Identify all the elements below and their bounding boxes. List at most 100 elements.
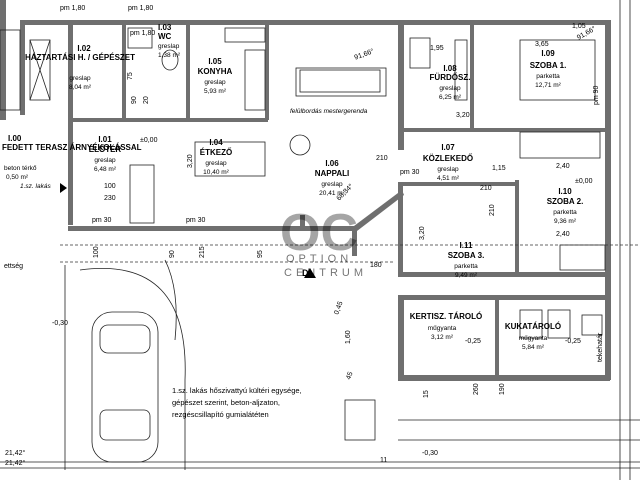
dimension-label: 215 (199, 246, 206, 258)
room-floor: műgyanta (428, 325, 457, 332)
elevation-label: -0,30 (422, 450, 438, 457)
room-floor: greslap (204, 79, 226, 86)
elevation-label: ±0,00 (575, 178, 593, 185)
room-id: I.02 (77, 44, 91, 53)
dimension-label: 45 (345, 371, 354, 381)
room-floor: greslap (94, 157, 116, 164)
room-name: SZOBA 1. (530, 61, 567, 70)
room-floor: parketta (536, 73, 560, 80)
room-id: I.10 (558, 187, 572, 196)
room-area: 0,50 m² (6, 174, 29, 181)
ac-note-2: gépészet szerint, beton-aljzaton, (172, 398, 280, 407)
room-id: I.01 (98, 135, 112, 144)
dimension-label: 0,45 (333, 300, 344, 315)
dimension-label: 2,40 (556, 231, 570, 238)
room-area: 4,51 m² (437, 175, 460, 182)
dimension-label: pm 1,80 (130, 30, 155, 37)
room-name: NAPPALI (315, 169, 350, 178)
room-id: I.11 (460, 241, 473, 250)
room-name: KUKATÁROLÓ (505, 322, 561, 331)
room-id: I.05 (208, 57, 222, 66)
watermark: OC OPTION CENTRUM (280, 204, 367, 279)
dimension-label: 3,20 (187, 154, 194, 168)
room-name: ÉTKEZŐ (200, 148, 232, 157)
room-floor: parketta (553, 209, 577, 216)
watermark-line2: CENTRUM (284, 267, 367, 279)
dimension-label: 180 (370, 262, 382, 269)
elevation-label: -0,30 (52, 320, 68, 327)
room-area: 6,48 m² (94, 166, 117, 173)
entrance-label: 1.sz. lakás (20, 183, 51, 190)
elevation-label: -0,25 (565, 338, 581, 345)
dimension-label: 3,20 (456, 112, 470, 119)
dimension-label: 95 (257, 250, 264, 258)
dimension-label: 91,66° (353, 47, 375, 62)
room-id: I.06 (325, 159, 339, 168)
dimension-label: 210 (489, 204, 496, 216)
dimension-label: pm 30 (186, 217, 206, 224)
room-area: 3,12 m² (431, 334, 454, 341)
watermark-logo: OC (280, 204, 358, 262)
room-name: KERTISZ. TÁROLÓ (410, 312, 482, 321)
dimensions: pm 1,80 pm 1,80 pm 1,80 1,95 3,65 91,66°… (60, 5, 600, 464)
room-name: FÜRDŐSZ. (430, 73, 471, 82)
elevation-label: ±0,00 (140, 137, 158, 144)
dimension-label: 230 (104, 195, 116, 202)
room-area: 1,38 m² (158, 52, 181, 59)
room-floor: greslap (158, 43, 180, 50)
room-name: SZOBA 3. (448, 251, 485, 260)
room-area: 5,93 m² (204, 88, 227, 95)
room-floor: parketta (454, 263, 478, 270)
watermark-line1: OPTION (286, 253, 352, 265)
room-name: KÖZLEKEDŐ (423, 154, 473, 163)
dimension-label: 15 (423, 390, 430, 398)
dimension-label: 11 (380, 457, 387, 464)
dimension-label: 1,05 (572, 23, 586, 30)
beam-note: felülbordás mestergerenda (290, 108, 368, 115)
room-floor: műgyanta (519, 335, 548, 342)
room-id: I.07 (441, 143, 455, 152)
ac-note-1: 1.sz. lakás hőszivattyú kültéri egysége, (172, 386, 302, 395)
level-label: 21,42° (5, 459, 26, 467)
dimension-label: 3,20 (419, 226, 426, 240)
room-name: SZOBA 2. (547, 197, 584, 206)
room-name: ELŐTÉR (89, 145, 122, 154)
dimension-label: 75 (127, 72, 134, 80)
room-name: WC (158, 32, 172, 41)
dimension-label: 3,65 (535, 41, 549, 48)
room-id: I.00 (8, 134, 22, 143)
edge-label: ettség (4, 263, 23, 270)
ac-note-3: rezgéscsillapító gumialátéten (172, 410, 269, 419)
dimension-label: 20 (143, 96, 150, 104)
dimension-label: 1,15 (492, 165, 506, 172)
room-floor: beton térkő (4, 165, 37, 172)
elevation-label: -0,25 (465, 338, 481, 345)
dimension-label: pm 30 (92, 217, 112, 224)
room-id: I.09 (541, 49, 555, 58)
dimension-label: 90 (169, 250, 176, 258)
room-floor: greslap (437, 166, 459, 173)
edge-label: tekehatár (597, 332, 604, 362)
dimension-label: pm 1,80 (128, 5, 153, 12)
dimension-label: 260 (473, 383, 480, 395)
room-area: 9,36 m² (554, 218, 577, 225)
annotations: 1.sz. lakás felülbordás mestergerenda 1.… (4, 108, 604, 467)
section-mark: D (302, 268, 309, 278)
room-floor: greslap (69, 75, 91, 82)
room-labels: I.02 HÁZTARTÁSI H. / GÉPÉSZET greslap 8,… (2, 23, 583, 351)
room-floor: greslap (321, 181, 343, 188)
dimension-label: 2,40 (556, 163, 570, 170)
dimension-label: 1,60 (345, 330, 352, 344)
room-area: 9,49 m² (455, 272, 478, 279)
walls (0, 0, 611, 381)
room-floor: greslap (439, 85, 461, 92)
room-area: 5,84 m² (522, 344, 545, 351)
room-id: I.04 (209, 138, 223, 147)
room-area: 10,40 m² (203, 169, 229, 176)
dimension-label: 1,95 (430, 45, 444, 52)
level-label: 21,42° (5, 449, 26, 457)
room-id: I.03 (158, 23, 172, 32)
